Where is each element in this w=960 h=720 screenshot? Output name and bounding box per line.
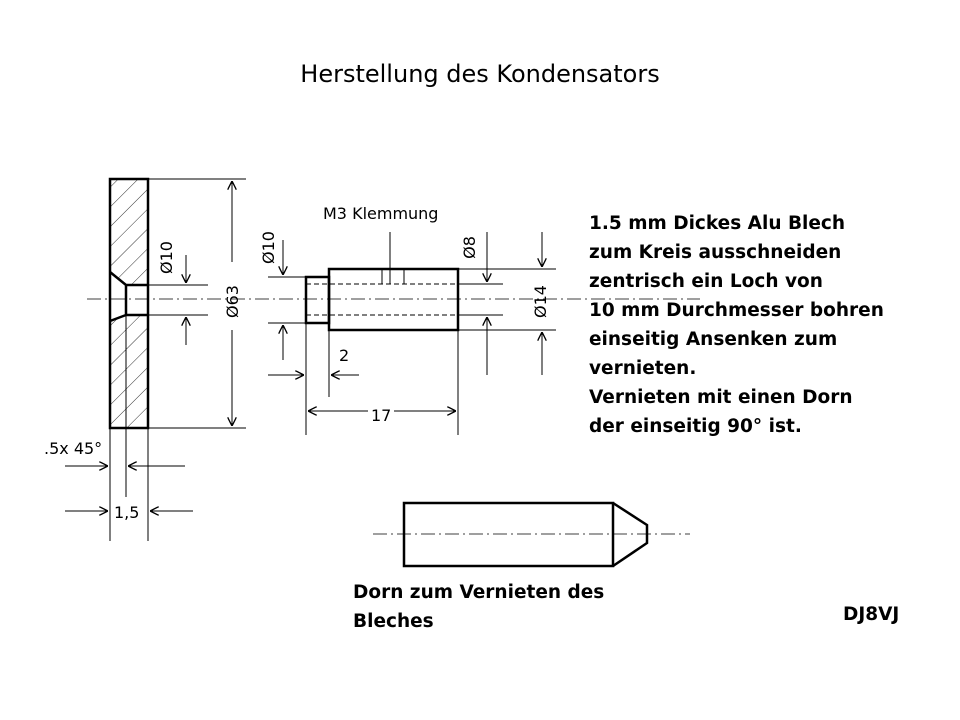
caption-line: Dorn zum Vernieten des	[353, 582, 605, 603]
note-line: einseitig Ansenken zum	[589, 329, 838, 350]
note-line: Vernieten mit einen Dorn	[589, 387, 853, 408]
bolt-body-diameter: Ø14	[530, 285, 550, 318]
note-line: 10 mm Durchmesser bohren	[589, 300, 884, 321]
note-line: der einseitig 90° ist.	[589, 416, 802, 437]
disk-outer-diameter: Ø63	[222, 285, 242, 318]
bolt-bore-diameter: Ø8	[459, 236, 479, 259]
clamp-label: M3 Klemmung	[323, 204, 439, 223]
mandrel-caption: Dorn zum Vernieten des Bleches	[353, 578, 604, 636]
bolt-drawing	[268, 232, 556, 435]
disk-hole-diameter: Ø10	[156, 241, 176, 274]
bolt-shaft-diameter: Ø10	[258, 231, 278, 264]
author-signature: DJ8VJ	[843, 604, 900, 625]
note-line: vernieten.	[589, 358, 697, 379]
note-line: 1.5 mm Dickes Alu Blech	[589, 213, 846, 234]
mandrel-drawing	[373, 501, 690, 568]
disk-thickness: 1,5	[114, 503, 140, 522]
total-length: 17	[371, 406, 392, 425]
instructions-note: 1.5 mm Dickes Alu Blech zum Kreis aussch…	[589, 209, 884, 441]
note-line: zum Kreis ausschneiden	[589, 242, 842, 263]
page-title: Herstellung des Kondensators	[300, 60, 660, 88]
note-line: zentrisch ein Loch von	[589, 271, 823, 292]
chamfer-label: .5x 45°	[44, 439, 103, 458]
step-length: 2	[339, 346, 350, 365]
disk-section	[65, 177, 700, 541]
caption-line: Bleches	[353, 611, 434, 632]
